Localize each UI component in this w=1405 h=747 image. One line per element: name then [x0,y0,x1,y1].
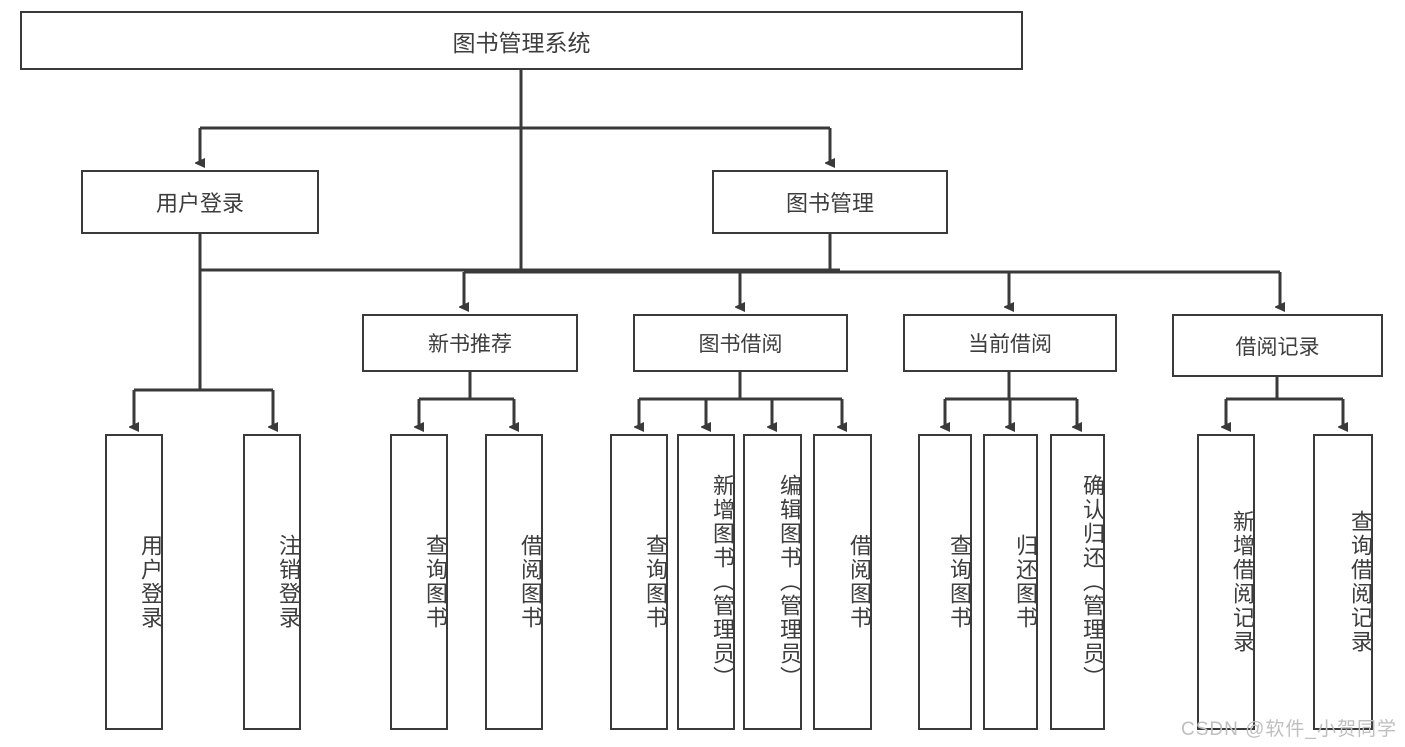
leaf-nb-borrow-book[interactable]: 借阅图书 [485,434,543,730]
leaf-nb-query-book[interactable]: 查询图书 [390,434,448,730]
node-root[interactable]: 图书管理系统 [20,11,1023,70]
leaf-bb-edit-book[interactable]: 编辑图书（管理员） [743,434,802,730]
node-current-borrow[interactable]: 当前借阅 [903,314,1117,372]
node-book-management[interactable]: 图书管理 [712,170,948,234]
leaf-logout[interactable]: 注销登录 [243,434,301,730]
node-new-book-recommend[interactable]: 新书推荐 [362,314,578,372]
node-book-borrow[interactable]: 图书借阅 [633,314,848,372]
leaf-cb-query-book[interactable]: 查询图书 [918,434,972,730]
leaf-br-query-record[interactable]: 查询借阅记录 [1313,434,1373,730]
node-user-login[interactable]: 用户登录 [81,170,319,234]
node-borrow-records[interactable]: 借阅记录 [1172,314,1383,377]
leaf-cb-return-book[interactable]: 归还图书 [983,434,1038,730]
leaf-cb-confirm-return[interactable]: 确认归还（管理员） [1050,434,1105,730]
leaf-br-add-record[interactable]: 新增借阅记录 [1197,434,1255,730]
leaf-bb-borrow-book[interactable]: 借阅图书 [813,434,872,730]
leaf-bb-add-book[interactable]: 新增图书（管理员） [677,434,735,730]
leaf-bb-query-book[interactable]: 查询图书 [610,434,668,730]
leaf-user-login[interactable]: 用户登录 [105,434,163,730]
watermark-text: CSDN @软件_小贺同学 [1181,719,1397,740]
